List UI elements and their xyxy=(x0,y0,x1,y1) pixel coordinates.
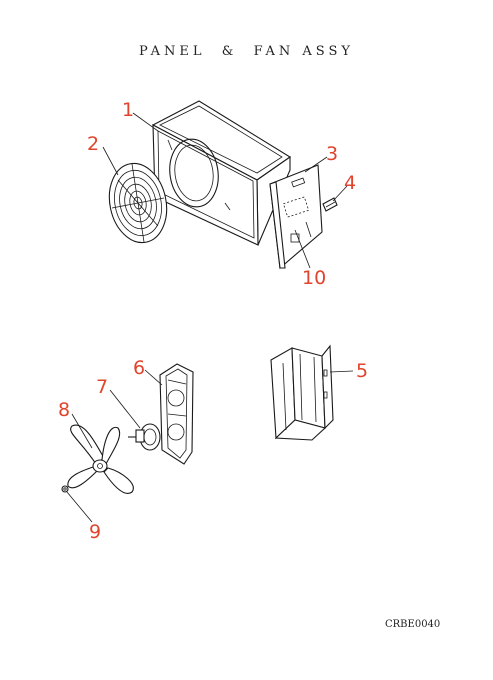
callout-1: 1 xyxy=(122,99,134,121)
callout-4: 4 xyxy=(344,172,356,194)
callout-2: 2 xyxy=(87,133,99,155)
callout-3: 3 xyxy=(326,143,338,165)
page-title: PANEL & FAN ASSY xyxy=(139,44,354,59)
leader-lines xyxy=(66,112,354,523)
callout-8: 8 xyxy=(58,399,70,421)
part-side-panel xyxy=(269,164,323,270)
callout-10: 10 xyxy=(302,267,326,289)
part-cabinet-panel xyxy=(151,100,292,246)
callout-7: 7 xyxy=(96,376,108,398)
callout-6: 6 xyxy=(133,357,145,379)
part-motor-bracket xyxy=(159,363,194,465)
drawing-code: CRBE0040 xyxy=(385,619,441,630)
part-propeller-fan xyxy=(67,424,134,494)
callout-5: 5 xyxy=(356,360,368,382)
part-nut xyxy=(61,485,69,493)
callout-labels: 1 2 3 4 10 6 5 7 8 9 xyxy=(58,99,368,543)
callout-9: 9 xyxy=(89,521,101,543)
part-fan-motor xyxy=(128,423,161,451)
part-small-tab xyxy=(322,197,338,212)
part-fan-guard xyxy=(108,162,168,244)
part-u-channel-panel xyxy=(270,344,334,441)
